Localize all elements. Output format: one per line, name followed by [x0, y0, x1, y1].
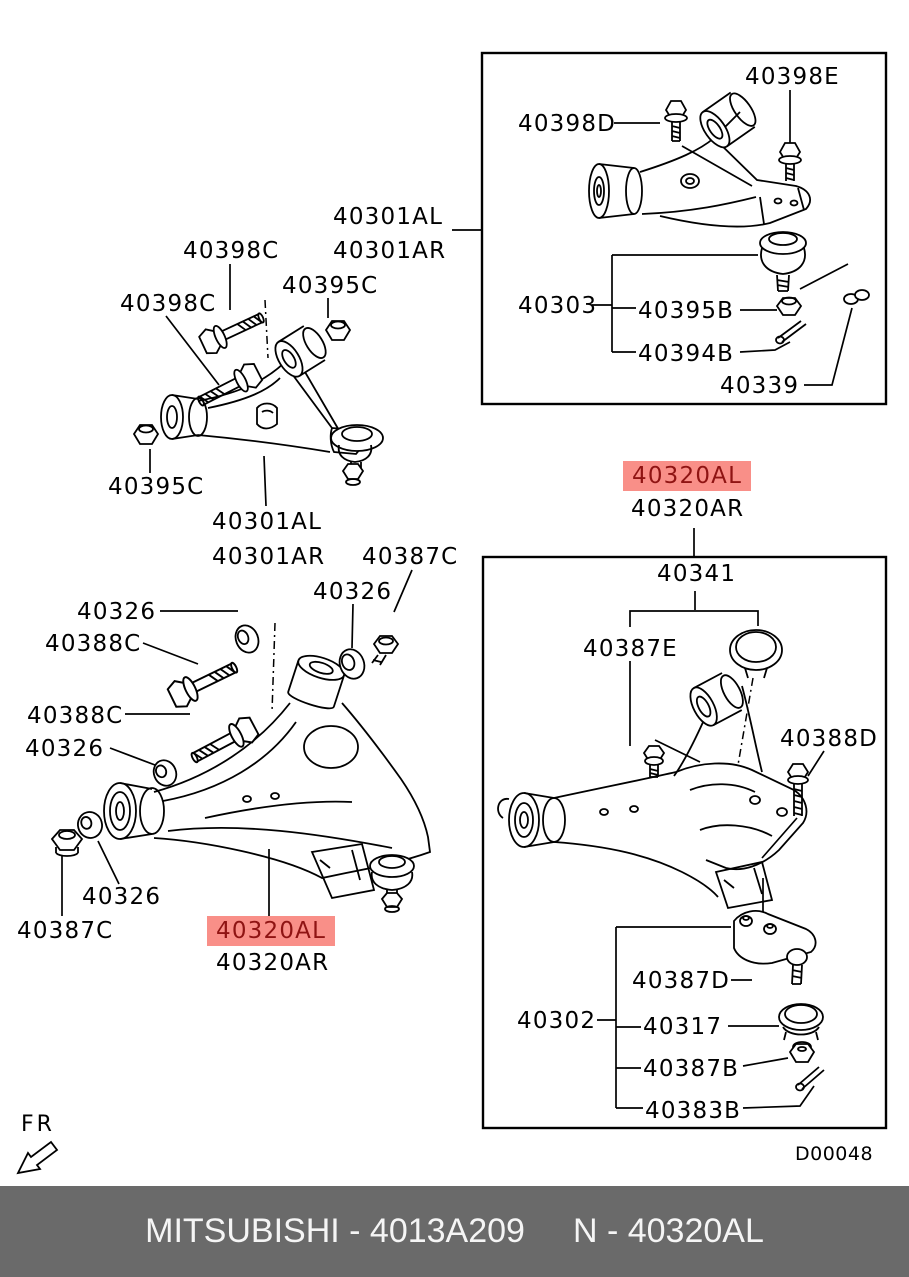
nut-40395c-1: [324, 320, 352, 341]
front-bushing: [508, 792, 540, 848]
part-label-40395c-2[interactable]: 40395C: [108, 474, 205, 500]
boot-cap-40341: [729, 629, 783, 679]
part-label-40326-1[interactable]: 40326: [313, 579, 393, 605]
part-label-40339[interactable]: 40339: [720, 373, 800, 399]
part-label-40303[interactable]: 40303: [518, 293, 598, 319]
upper-control-arm-boxed-drawing: [588, 91, 870, 345]
part-label-40395b[interactable]: 40395B: [638, 298, 735, 324]
washer-40326-1: [234, 624, 260, 654]
nut-40395b: [775, 296, 803, 316]
part-label-40387c-2[interactable]: 40387C: [17, 918, 114, 944]
part-label-40388c-2[interactable]: 40388C: [27, 703, 124, 729]
part-label-40326-4[interactable]: 40326: [82, 884, 162, 910]
bushing-40326-4: [338, 648, 366, 680]
bolt-40388c-1: [164, 653, 244, 712]
top-bushing: [287, 654, 346, 710]
cotter-pin-40383b: [795, 1066, 825, 1092]
part-label-40301al[interactable]: 40301AL: [333, 204, 444, 230]
part-label-40398c-1[interactable]: 40398C: [183, 238, 280, 264]
ball-joint: [759, 231, 807, 255]
clip-40339: [843, 289, 870, 305]
bolt-40387c-1: [371, 635, 400, 666]
part-label-40395c-1[interactable]: 40395C: [282, 273, 379, 299]
ball-joint-plate-assembly: [733, 910, 817, 985]
part-label-40341[interactable]: 40341: [657, 561, 737, 587]
part-label-40394b[interactable]: 40394B: [638, 341, 735, 367]
part-label-40320al-highlighted[interactable]: 40320AL: [207, 916, 336, 946]
upper-bushing: [689, 672, 744, 727]
boot-40317: [778, 1003, 824, 1041]
lower-arm-frame: [481, 555, 888, 1130]
part-label-40387b[interactable]: 40387B: [643, 1056, 740, 1082]
bolt-40398c-2: [192, 359, 265, 415]
bolt-40398d: [664, 100, 688, 142]
part-label-40398c-2[interactable]: 40398C: [120, 291, 217, 317]
upper-arm-frame: [480, 51, 888, 406]
part-label-40388d[interactable]: 40388D: [780, 726, 879, 752]
washer-40326-2: [152, 759, 178, 787]
part-label-40383b[interactable]: 40383B: [645, 1098, 742, 1124]
part-label-40388c-1[interactable]: 40388C: [45, 631, 142, 657]
part-label-40387c-1[interactable]: 40387C: [362, 544, 459, 570]
part-label-40302[interactable]: 40302: [517, 1008, 597, 1034]
ball-joint: [369, 854, 415, 913]
part-label-40398d[interactable]: 40398D: [518, 111, 617, 137]
upper-control-arm-left-drawing: [132, 304, 384, 486]
part-label-40326-2[interactable]: 40326: [77, 599, 157, 625]
bolt-40388d: [786, 763, 810, 816]
part-label-40320ar-2[interactable]: 40320AR: [631, 496, 745, 522]
part-label-40301al-2[interactable]: 40301AL: [212, 509, 323, 535]
part-label-40387d[interactable]: 40387D: [632, 968, 731, 994]
nut-40387c-2: [50, 829, 84, 857]
washer-40326-3: [77, 811, 103, 839]
footer-bar: MITSUBISHI - 4013A209 N - 40320AL: [0, 1186, 909, 1277]
cotter-pin-40394b: [775, 320, 807, 345]
spring-seat: [303, 725, 359, 769]
nut-40395c-2: [132, 424, 160, 445]
diagram-code: D00048: [795, 1143, 874, 1165]
part-label-40398e[interactable]: 40398E: [745, 64, 840, 90]
footer-part-text: N - 40320AL: [572, 1212, 764, 1250]
lower-control-arm-left-drawing: [50, 624, 431, 913]
lower-control-arm-boxed-drawing: [497, 629, 825, 1092]
leader-lines: [61, 90, 853, 1109]
part-label-40320al-highlighted-2[interactable]: 40320AL: [623, 461, 752, 491]
footer-catalog-text: MITSUBISHI - 4013A209: [145, 1212, 525, 1250]
part-label-40301ar-2[interactable]: 40301AR: [212, 544, 326, 570]
part-label-40320ar[interactable]: 40320AR: [216, 950, 330, 976]
bolt-40398e: [778, 142, 802, 181]
part-label-40301ar[interactable]: 40301AR: [333, 238, 447, 264]
fr-direction-label: FR: [21, 1112, 55, 1137]
fr-direction-arrow-icon: [16, 1140, 59, 1175]
part-label-40317[interactable]: 40317: [643, 1014, 723, 1040]
part-label-40387e[interactable]: 40387E: [583, 636, 678, 662]
nut-40387b: [788, 1041, 816, 1063]
part-label-40326-3[interactable]: 40326: [25, 736, 105, 762]
bolt-40387e: [642, 745, 666, 778]
